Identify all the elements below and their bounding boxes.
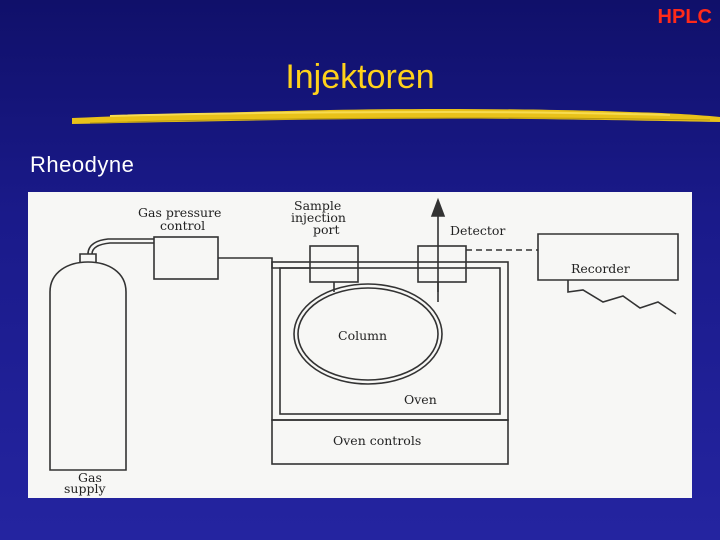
sample-injection-label-2: injection xyxy=(291,210,346,225)
oven-label: Oven xyxy=(404,392,437,407)
sample-injection-label-1: Sample xyxy=(294,198,341,213)
cylinder-valve xyxy=(79,253,97,262)
gc-schematic: Gas pressure control Sample injection po… xyxy=(49,197,679,496)
oven-controls-box xyxy=(271,419,509,465)
subtitle: Rheodyne xyxy=(30,152,135,177)
gc-diagram: Gas pressure control Sample injection po… xyxy=(28,192,692,498)
recorder-paper xyxy=(567,280,677,315)
detector-label: Detector xyxy=(450,223,505,238)
gas-line-2 xyxy=(91,242,154,255)
title-underline xyxy=(72,108,720,124)
oven-controls-label: Oven controls xyxy=(333,433,421,448)
recorder-box xyxy=(537,233,679,281)
gas-line-1 xyxy=(87,238,154,255)
sample-injection-label-3: port xyxy=(313,222,340,237)
gas-supply-label-1: Gas xyxy=(78,470,102,485)
gas-pressure-control-label-2: control xyxy=(160,218,205,233)
sample-injection-port-box xyxy=(309,245,359,283)
detector-box xyxy=(417,245,467,283)
slide-title: Injektoren xyxy=(285,58,435,96)
gas-pressure-control-label-1: Gas pressure xyxy=(138,205,221,220)
column-label: Column xyxy=(338,328,387,343)
corner-label: HPLC xyxy=(657,6,712,28)
recorder-label: Recorder xyxy=(571,261,630,276)
gas-supply-label-2: supply xyxy=(64,481,106,496)
oven-inner xyxy=(279,267,501,415)
gas-cylinder xyxy=(49,261,127,471)
column-coil xyxy=(293,283,443,385)
gas-pressure-control-box xyxy=(153,236,219,280)
gas-line-3 xyxy=(218,257,310,269)
detector-arrow xyxy=(430,197,446,217)
